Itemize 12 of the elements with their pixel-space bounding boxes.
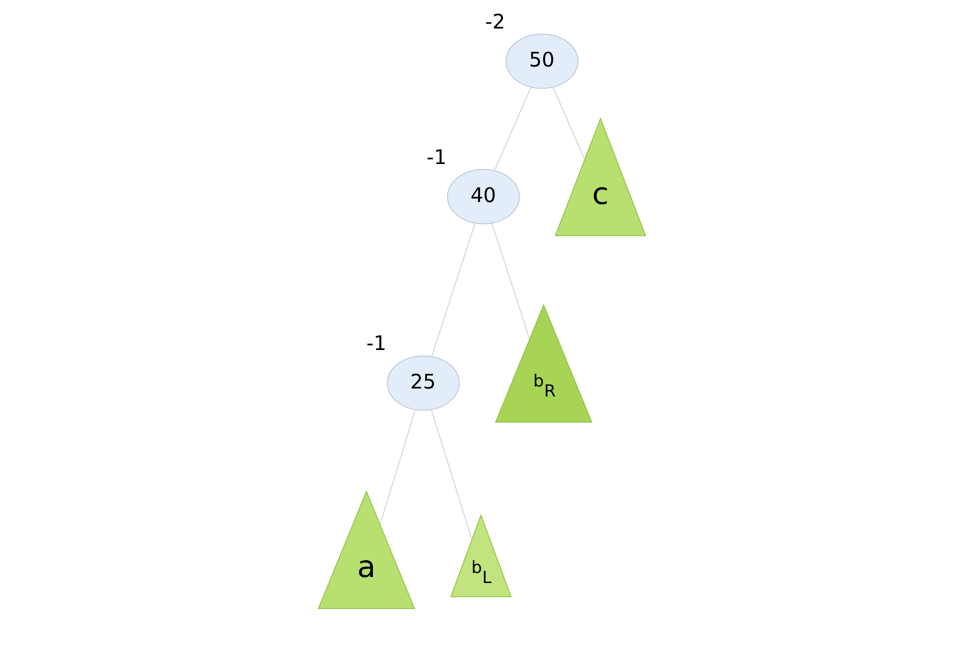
node-label: -1 (426, 144, 446, 169)
node-label: -1 (366, 331, 386, 356)
connector (552, 86, 584, 160)
node-label: -2 (484, 9, 505, 34)
node-ellipse: 25 (386, 356, 460, 411)
connector (379, 409, 416, 525)
node-ellipse: 50 (505, 34, 578, 89)
connector (430, 222, 476, 357)
connector (490, 222, 530, 340)
node-ellipse: 40 (446, 169, 520, 224)
connector (430, 409, 472, 540)
connector (494, 86, 531, 172)
